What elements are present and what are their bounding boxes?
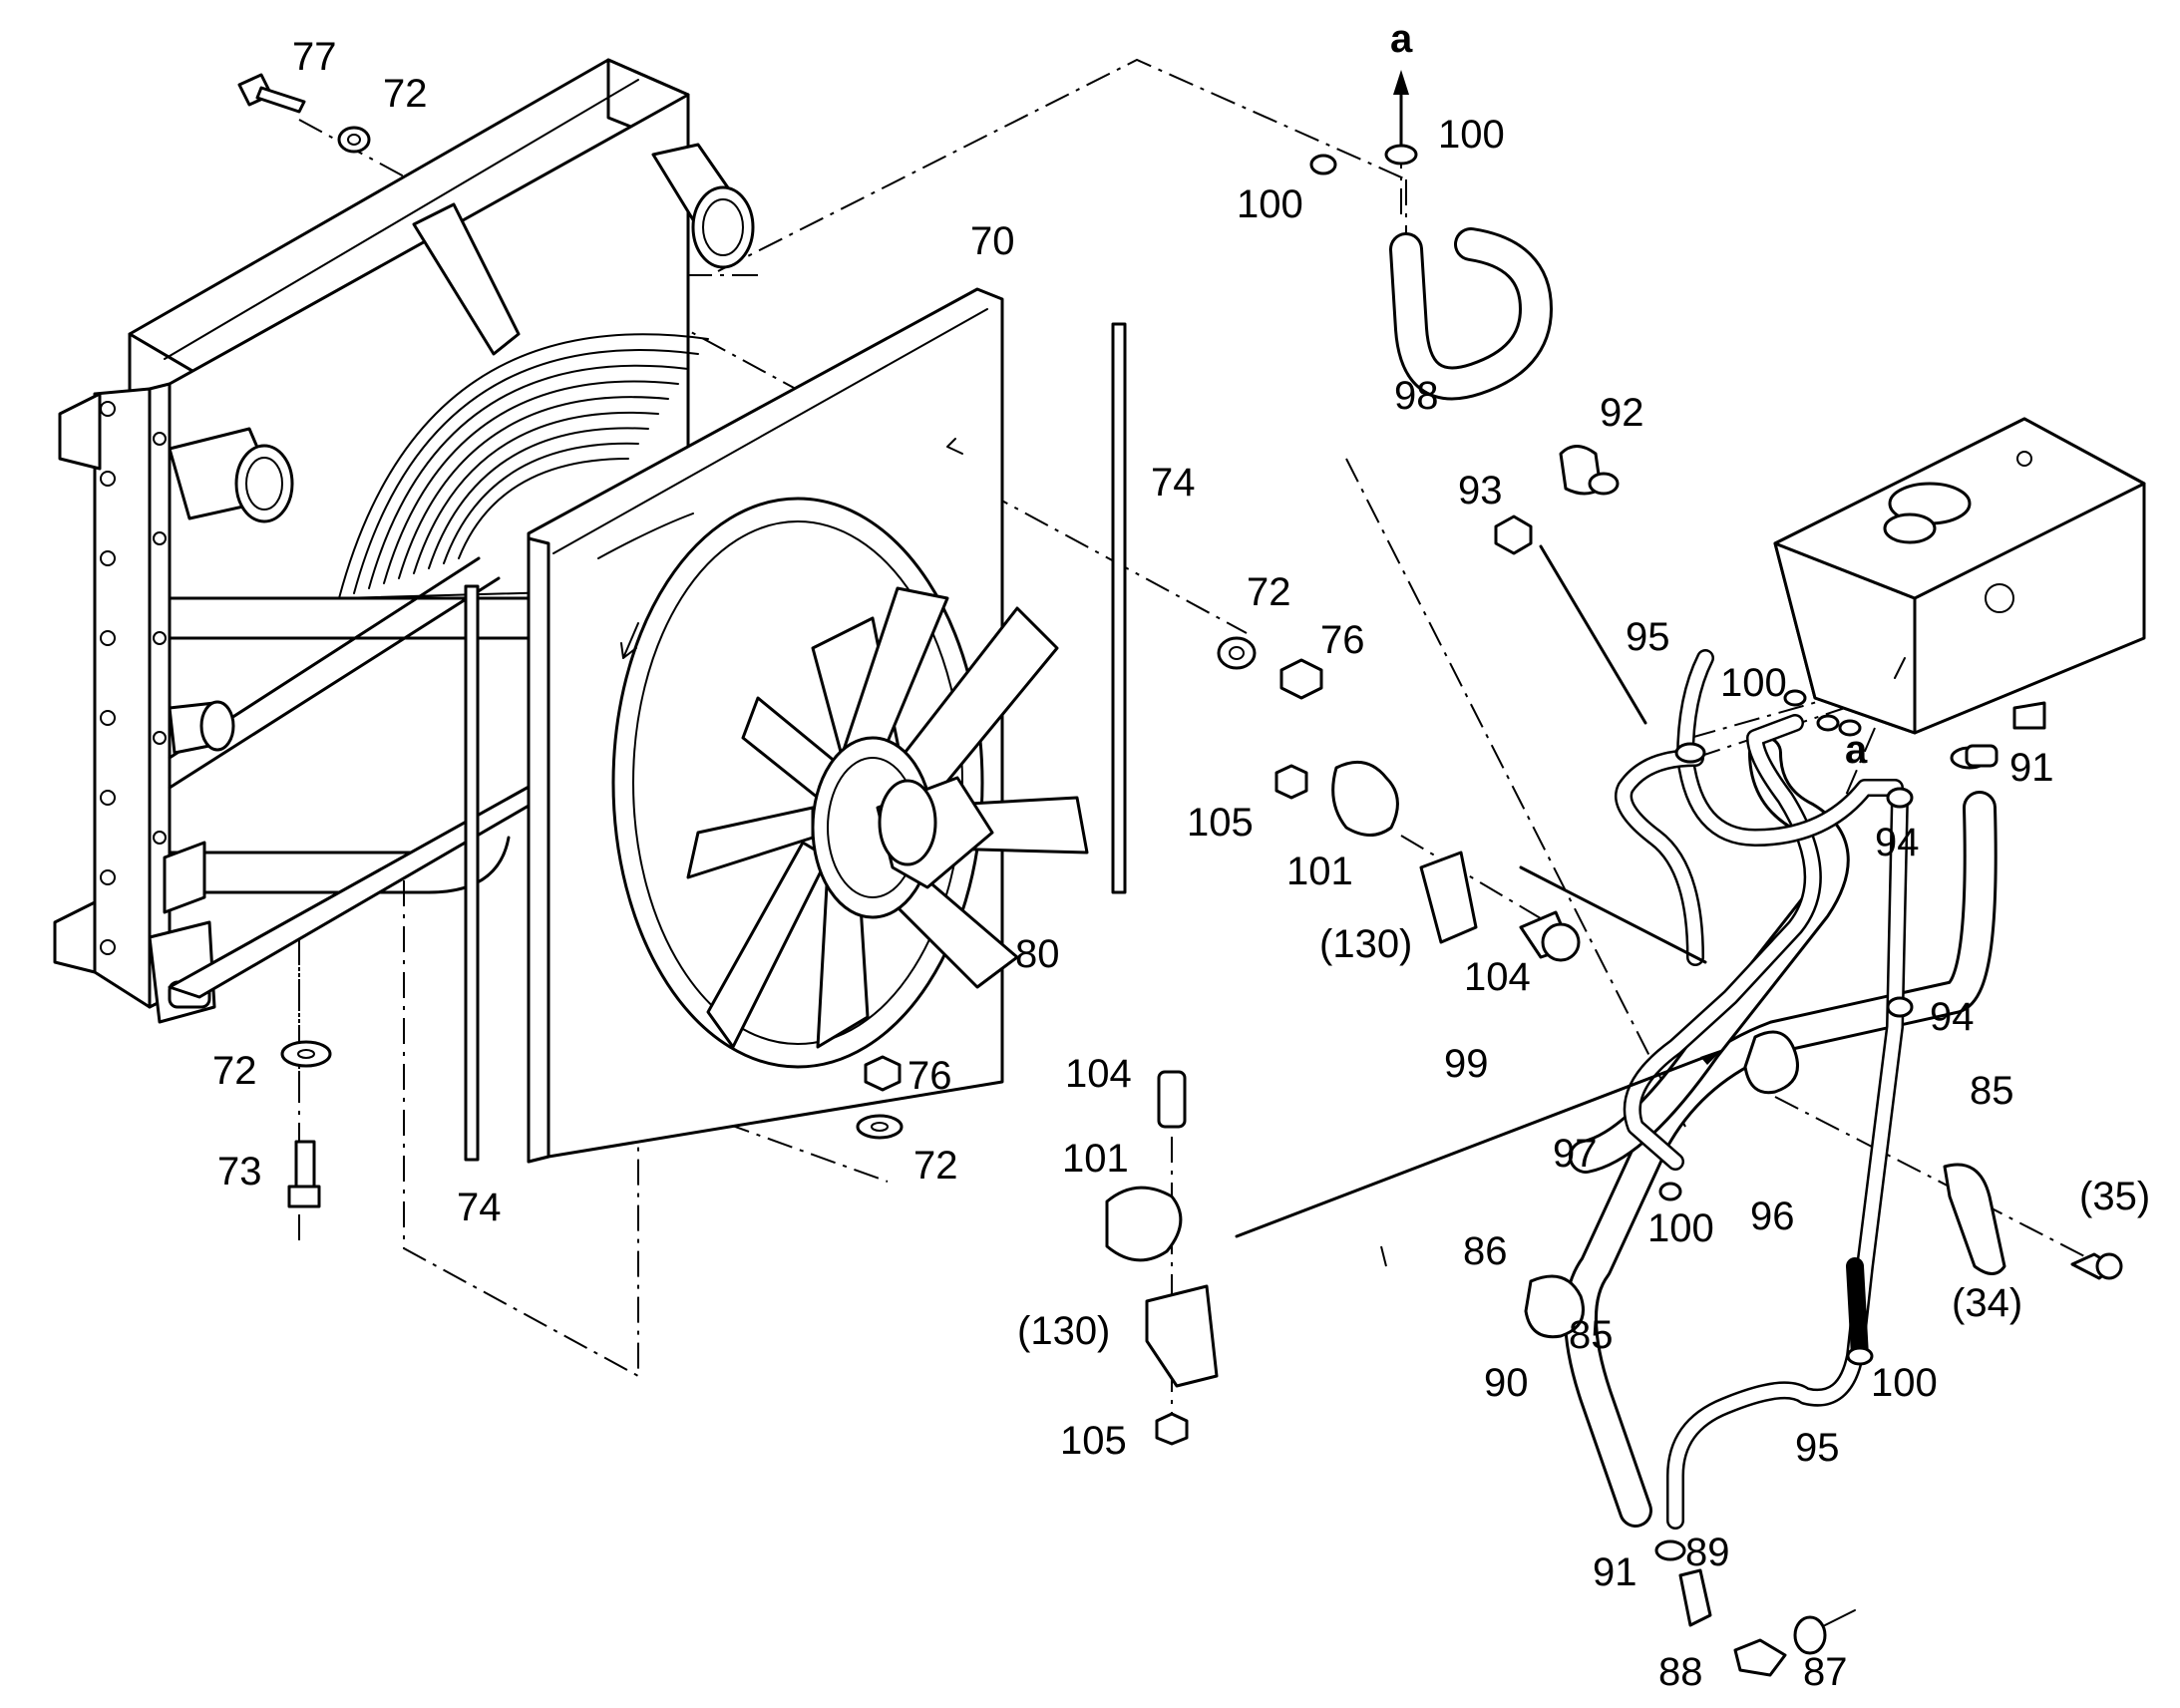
label-86: 86 — [1463, 1229, 1508, 1273]
label-96: 96 — [1750, 1195, 1795, 1238]
expansion-tank — [1773, 417, 2146, 735]
label-100-tr: 100 — [1438, 113, 1505, 157]
label-99: 99 — [1444, 1042, 1489, 1086]
label-76-mid: 76 — [1320, 618, 1365, 662]
label-85-left: 85 — [1569, 1313, 1614, 1357]
label-89: 89 — [1685, 1531, 1730, 1574]
label-95-top: 95 — [1626, 615, 1670, 659]
cap-92-nut-93 — [1494, 445, 1647, 725]
label-130-low: (130) — [1017, 1309, 1110, 1353]
label-93: 93 — [1458, 469, 1503, 512]
bracket-group-upper — [1274, 760, 1581, 962]
label-130-top: (130) — [1319, 922, 1412, 966]
label-100-low: 100 — [1647, 1206, 1714, 1250]
label-90: 90 — [1484, 1361, 1529, 1405]
label-91-low: 91 — [1593, 1550, 1637, 1594]
label-85-right: 85 — [1970, 1069, 2014, 1113]
fan — [686, 586, 1089, 1049]
label-34: (34) — [1952, 1281, 2022, 1325]
side-bolts — [100, 401, 167, 955]
label-104-low: 104 — [1065, 1052, 1132, 1096]
hose-98 — [1309, 70, 1553, 401]
label-88: 88 — [1658, 1650, 1703, 1694]
label-87: 87 — [1803, 1650, 1848, 1694]
label-100-mid: 100 — [1720, 661, 1787, 705]
label-97: 97 — [1553, 1132, 1598, 1176]
label-72-top: 72 — [383, 72, 428, 116]
label-a-top: a — [1390, 17, 1413, 61]
label-76-low: 76 — [908, 1054, 952, 1098]
fasteners — [237, 73, 1323, 1208]
label-a-mid: a — [1845, 728, 1868, 772]
callout-labels: 77 72 70 74 72 76 80 76 72 74 72 73 a 10… — [212, 17, 2150, 1694]
label-95-low: 95 — [1795, 1426, 1840, 1470]
label-74-left: 74 — [457, 1186, 502, 1229]
label-101-top: 101 — [1286, 850, 1353, 893]
label-100-br: 100 — [1871, 1361, 1938, 1405]
label-92: 92 — [1600, 391, 1644, 435]
hoses — [1524, 649, 2123, 1530]
label-105-low: 105 — [1060, 1419, 1127, 1463]
label-100-tl: 100 — [1237, 182, 1303, 226]
cooler-coil — [338, 333, 709, 599]
label-91-top: 91 — [2009, 746, 2054, 790]
label-70: 70 — [970, 219, 1015, 263]
label-74-right: 74 — [1151, 461, 1196, 505]
fittings-lower — [1654, 744, 1998, 1677]
seal-strips — [464, 322, 1127, 1162]
label-72-mid: 72 — [1247, 570, 1291, 614]
label-73: 73 — [217, 1150, 262, 1194]
bracket-group-lower — [1105, 865, 1723, 1446]
label-101-low: 101 — [1062, 1137, 1129, 1181]
label-105-top: 105 — [1187, 801, 1254, 845]
label-80: 80 — [1015, 932, 1060, 976]
label-72-low: 72 — [913, 1144, 958, 1188]
label-98: 98 — [1394, 374, 1439, 418]
label-94-top: 94 — [1875, 821, 1920, 864]
label-77: 77 — [292, 35, 337, 79]
label-104-top: 104 — [1464, 955, 1531, 999]
label-72-left: 72 — [212, 1049, 257, 1093]
label-35: (35) — [2079, 1175, 2150, 1218]
label-94-mid: 94 — [1930, 995, 1975, 1039]
